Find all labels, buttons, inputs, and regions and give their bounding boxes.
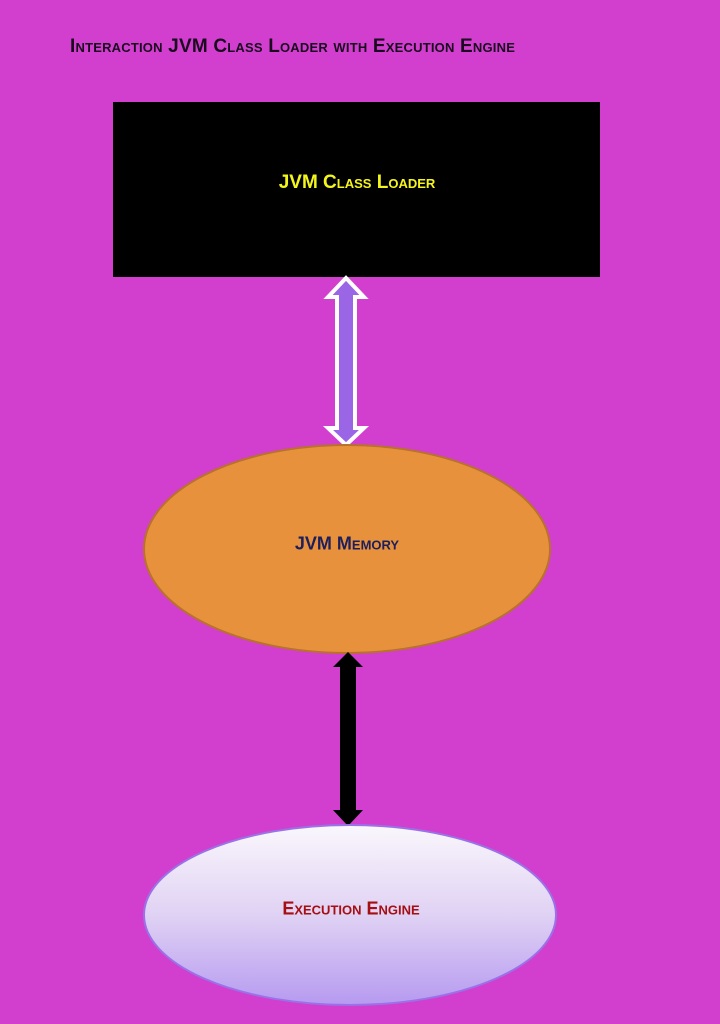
execution-engine-label: Execution Engine	[282, 898, 420, 919]
memory-label: JVM Memory	[294, 533, 400, 554]
double-arrow-hollow	[322, 275, 370, 448]
class-loader-label: JVM Class Loader	[278, 172, 436, 193]
diagram-title: Interaction JVM Class Loader with Execut…	[70, 36, 516, 57]
execution-engine-ellipse	[143, 824, 557, 1006]
double-arrow-black	[333, 652, 363, 826]
class-loader-box	[113, 102, 600, 277]
